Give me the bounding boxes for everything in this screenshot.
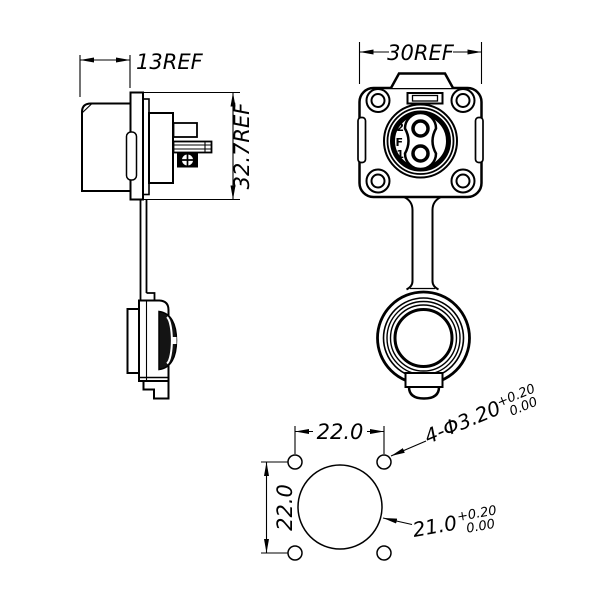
cap-strap-side [139,199,148,293]
panel-hole-tl [287,454,303,470]
mounting-hole [450,168,476,194]
terminal-housing [172,122,198,138]
body-chamfer-line [81,103,93,114]
dim-label-bore-tol-lower: 0.00 [465,517,496,537]
dim-label-327ref: 32.7REF [230,102,254,190]
cap-strap-front-left [403,196,414,291]
pin-label-f: F [395,136,403,149]
flange-side-slot-left [357,116,367,164]
flange-side-slot-right [474,116,484,164]
label-backplate [313,419,367,442]
dust-cap-ring-2 [386,300,461,376]
cap-dome-highlight [166,316,173,365]
dust-cap-outer [376,290,471,386]
dim-label-30ref: 30REF [387,41,455,65]
socket-keyway-inner [411,94,439,102]
cap-face-plate [126,308,140,374]
screw-cross-slot [182,154,193,166]
pin-label-1: 1 [396,148,404,161]
panel-bore [297,464,383,550]
mounting-hole-bore [370,93,386,108]
dust-cap-crown [393,308,454,368]
dim-label-holes: 4-Φ3.20 [421,396,504,449]
dim-label-h22: 22.0 [317,420,364,444]
socket-rim-ring [386,107,455,175]
insulator-block [148,112,174,184]
cap-pull-tab-side [142,381,170,400]
socket-keyway [406,92,444,105]
extension-lines-30ref [358,42,483,84]
front-view: 30REF [357,38,484,400]
strap-collar [139,292,156,301]
dim-label-bore-tol-upper: +0.20 [456,503,498,525]
dim-label-bore: 21.0 [411,511,459,542]
mounting-hole [365,88,391,113]
leader-mounting-holes [390,440,427,457]
dust-cap-ring-3 [389,304,458,372]
contact-pin-detail [173,141,212,153]
latch-slot [125,131,138,181]
cap-side-view [126,292,178,400]
contact-pin [172,140,213,154]
cap-strap-front-right [431,196,442,291]
panel-hole-br [376,545,392,561]
mounting-hole-bore [455,93,471,108]
pin-label-2: 2 [396,121,404,134]
mounting-hole-bore [455,173,471,189]
leader-center-bore [382,517,413,526]
cap-pull-tab-bulge [407,386,441,400]
panel-hole-tr [376,454,392,470]
extension-lines-327ref [143,91,240,201]
dim-label-v22: 22.0 [273,484,297,531]
panel-hole-bl [287,545,303,561]
contact-socket-2 [411,119,430,138]
connector-rear-body [81,102,132,192]
mounting-hole-bore [370,173,386,189]
mounting-hole [450,88,476,113]
flange-top-tab [389,72,455,89]
panel-cutout-view: 22.0 22.0 4-Φ3.20 +0.20 0.00 21.0 +0.20 … [261,382,540,561]
cap-pull-tab-front [404,372,444,388]
extension-lines-13ref [79,55,131,97]
dim-label-13ref: 13REF [136,50,204,74]
flange-mounting-holes [365,88,476,194]
cap-dome-notch [172,337,177,344]
mounting-hole [365,168,391,194]
label-backplate [389,38,453,62]
contact-socket-1 [411,144,430,163]
side-view: 13REF 32.7REF [79,50,254,293]
